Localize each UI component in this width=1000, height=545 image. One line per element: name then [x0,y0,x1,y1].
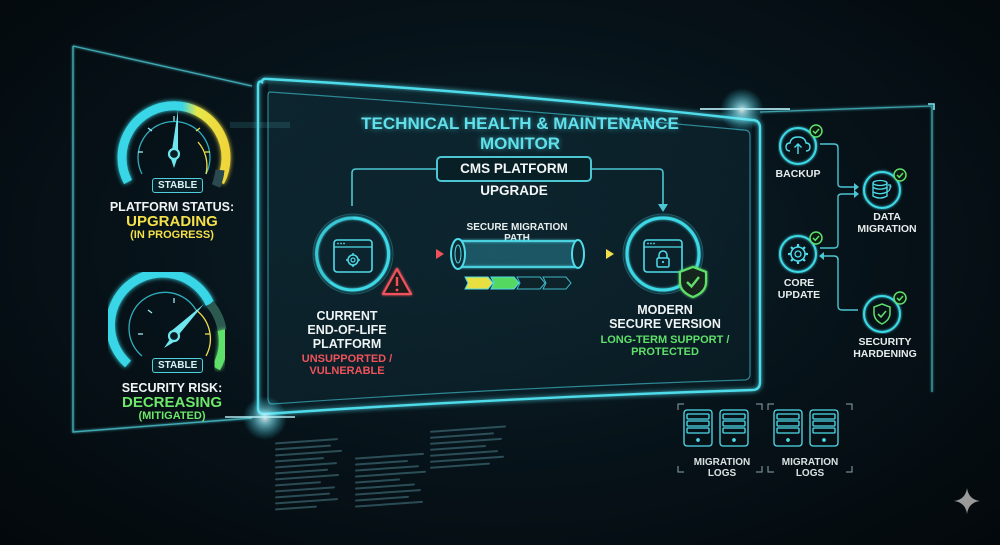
gauge-title: SECURITY RISK: [121,381,223,395]
shield-check-icon [863,291,907,333]
current-status: UNSUPPORTED / VULNERABLE [301,353,393,378]
core-update-label: CORE UPDATE [777,277,821,301]
status-badge: STABLE [152,358,204,373]
database-icon [863,168,907,209]
current-platform-label: CURRENT END-OF-LIFE PLATFORM UNSUPPORTED… [272,309,422,378]
backup-label: BACKUP [775,168,821,180]
gauge-subvalue: (IN PROGRESS) [130,228,214,241]
gear-icon [779,231,823,273]
gauge-dial-icon [117,101,231,188]
workflow-node-data-migration [862,168,912,217]
current-line1: CURRENT [316,309,378,323]
current-platform-node [310,210,420,311]
server-racks-icon [677,403,853,473]
workflow-node-core-update [778,230,828,279]
current-line2: END-OF-LIFE PLATFORM [307,322,387,351]
warning-triangle-icon [381,267,413,296]
process-label-box: CMS PLATFORM UPGRADE [436,156,592,198]
security-hardening-line2: HARDENING [853,347,917,360]
pipe-icon [450,238,585,290]
gauge-title: PLATFORM STATUS: [109,200,235,214]
platform-status-label: PLATFORM STATUS: UPGRADING (IN PROGRESS) [72,200,272,241]
shield-check-icon [678,265,708,299]
security-hardening-line1: SECURITY [858,336,912,348]
migration-path-title: SECURE MIGRATION PATH [466,222,568,244]
security-hardening-label: SECURITY HARDENING [852,336,918,360]
sparkle-icon [954,488,980,514]
platform-status-gauge: STABLE [108,90,238,193]
gauge-value: DECREASING [121,394,222,412]
page-title: TECHNICAL HEALTH & MAINTENANCE MONITOR [361,114,679,153]
workflow-node-security-hardening [862,290,912,339]
security-risk-label: SECURITY RISK: DECREASING (MITIGATED) [72,381,272,422]
gauge-subvalue: (MITIGATED) [138,409,206,422]
gauge-dial-icon [105,268,228,371]
target-platform-node [620,210,720,311]
workflow-node-backup [778,124,828,173]
target-line1: MODERN [637,303,693,317]
target-line2: SECURE VERSION [609,316,721,331]
log-panel-2 [355,452,430,517]
security-risk-gauge: STABLE [105,268,238,373]
migration-logs-label-2: MIGRATION LOGS [781,457,839,479]
migration-logs-label-1: MIGRATION LOGS [693,457,751,479]
log-panel-1 [275,438,345,523]
status-badge: STABLE [152,178,204,193]
log-panel-3 [430,425,510,481]
cloud-upload-icon [779,124,823,165]
browser-lock-icon [622,213,704,295]
target-platform-label: MODERN SECURE VERSION LONG-TERM SUPPORT … [600,303,730,358]
migration-pipe [448,236,588,301]
target-status: LONG-TERM SUPPORT / PROTECTED [600,333,730,358]
data-migration-label: DATA MIGRATION [857,211,917,235]
browser-gear-icon [312,213,394,295]
gauge-value: UPGRADING [126,213,218,231]
